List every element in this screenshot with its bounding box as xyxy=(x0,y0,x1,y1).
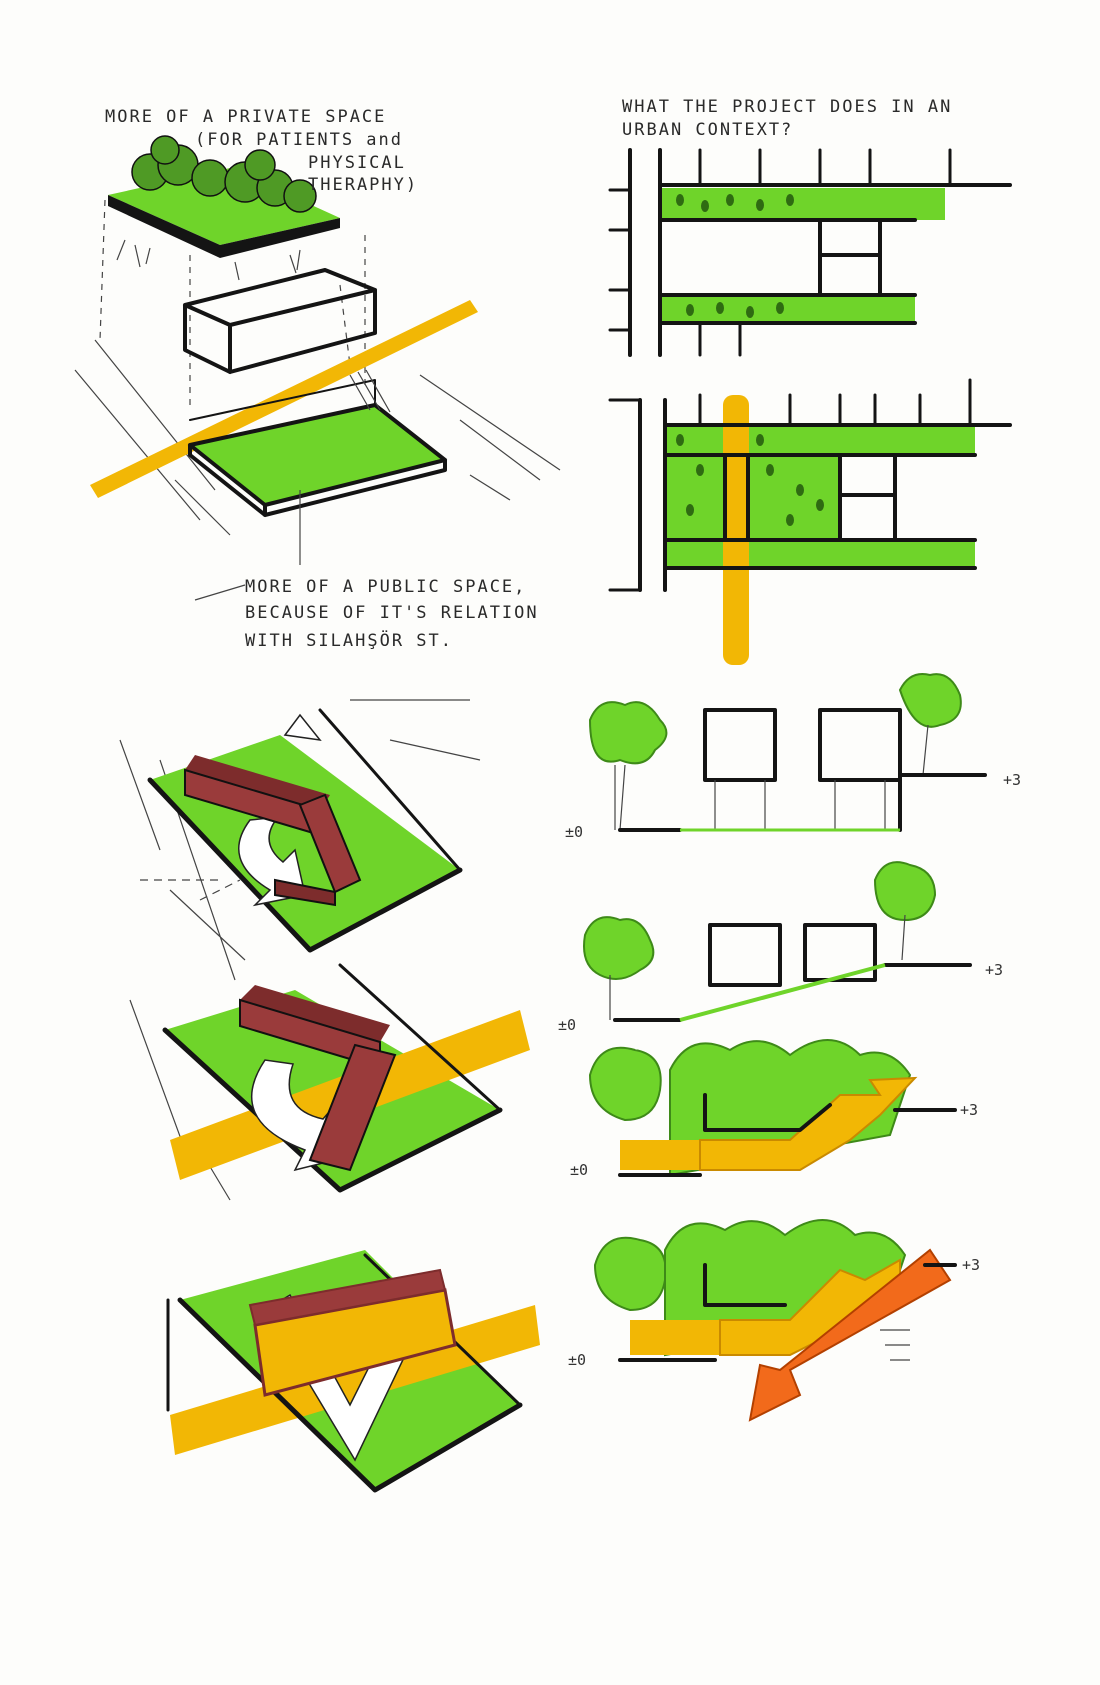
section-1: ±0 +3 xyxy=(565,673,1021,841)
private-space-note-4: THERAPHY) xyxy=(308,175,418,195)
urban-question-1: WHAT THE PROJECT DOES IN AN xyxy=(622,97,952,117)
level-zero-label: ±0 xyxy=(565,823,583,841)
massing-axonometrics xyxy=(119,699,540,1493)
level-zero-label: ±0 xyxy=(570,1161,588,1179)
private-space-note-1: MORE OF A PRIVATE SPACE xyxy=(105,107,386,127)
urban-question-2: URBAN CONTEXT? xyxy=(622,120,793,140)
public-space-note-3: WITH SILAHŞÖR ST. xyxy=(245,629,453,651)
street-band-vertical xyxy=(723,395,749,665)
urban-context-plans: WHAT THE PROJECT DOES IN AN URBAN CONTEX… xyxy=(608,97,1012,665)
private-space-note-3: PHYSICAL xyxy=(308,153,406,173)
level-three-label: +3 xyxy=(962,1256,980,1274)
level-three-label: +3 xyxy=(960,1101,978,1119)
section-4: ±0 +3 xyxy=(568,1219,980,1422)
building-volume-wireframe xyxy=(183,268,377,374)
level-three-label: +3 xyxy=(985,961,1003,979)
roof-garden-slab xyxy=(108,168,340,245)
tree-icon xyxy=(898,673,962,728)
plan-proposed xyxy=(608,378,1012,665)
red-bar-volume xyxy=(239,985,397,1172)
ramp-arrow xyxy=(748,1248,952,1422)
site-sections: ±0 +3 ±0 +3 ±0 +3 xyxy=(558,673,1021,1422)
level-zero-label: ±0 xyxy=(568,1351,586,1369)
exploded-axonometric: MORE OF A PRIVATE SPACE (FOR PATIENTS an… xyxy=(74,107,561,651)
tree-icon xyxy=(873,861,937,922)
section-3: ±0 +3 xyxy=(570,1039,978,1179)
public-ground-slab xyxy=(188,369,447,517)
public-space-note-1: MORE OF A PUBLIC SPACE, xyxy=(245,577,526,597)
private-space-note-2: (FOR PATIENTS and xyxy=(195,130,403,150)
path-arrow xyxy=(719,1258,901,1356)
section-2: ±0 +3 xyxy=(558,861,1003,1034)
axon-option-2 xyxy=(129,963,530,1201)
axon-option-1 xyxy=(119,699,481,981)
red-bar-volume xyxy=(248,1268,457,1397)
public-space-note-2: BECAUSE OF IT'S RELATION xyxy=(245,603,539,623)
red-bar-volume xyxy=(184,755,362,907)
tree-icon xyxy=(593,1236,667,1312)
tree-icon xyxy=(583,916,655,980)
tree-icon xyxy=(588,701,668,765)
tree-cluster-icon xyxy=(131,135,317,213)
tree-icon xyxy=(588,1046,662,1122)
axon-option-3 xyxy=(166,1250,540,1493)
level-zero-label: ±0 xyxy=(558,1016,576,1034)
level-three-label: +3 xyxy=(1003,771,1021,789)
plan-existing xyxy=(608,148,1012,357)
